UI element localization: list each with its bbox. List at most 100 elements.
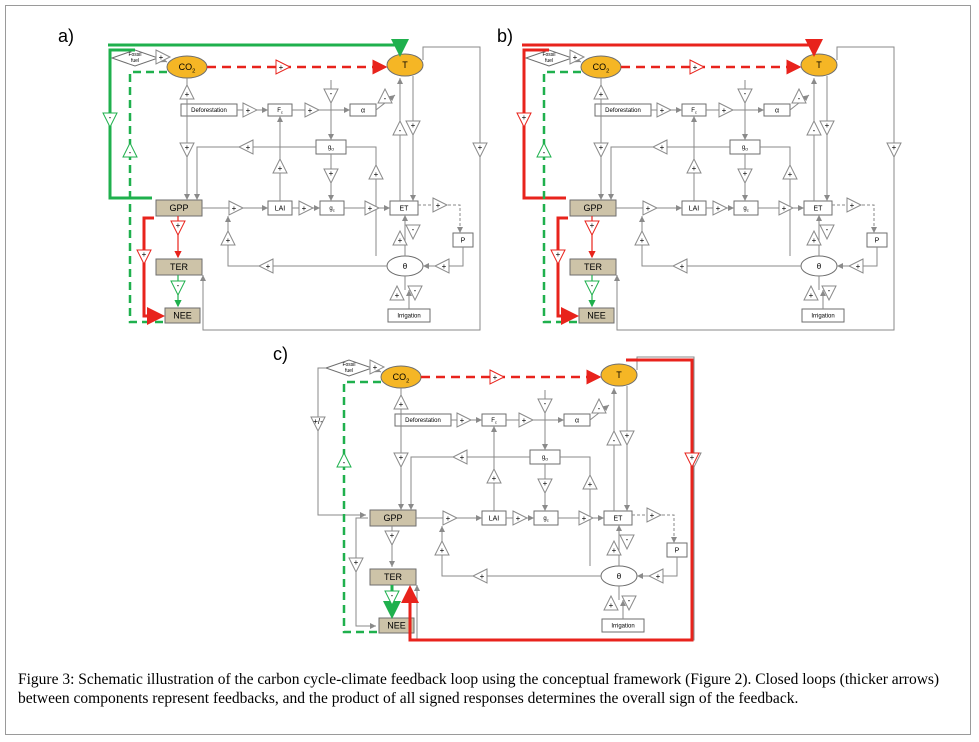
sign-et-p-sign: + [850, 201, 855, 210]
sign-gc-et [778, 200, 795, 216]
sign-gpp-lai [228, 200, 245, 216]
sign-alpha-t-sign: - [598, 404, 601, 413]
ter-box [569, 258, 617, 276]
sign-gpp-ter [170, 220, 186, 237]
sign-co2-t-sign: + [493, 373, 498, 382]
sign-theta-et [806, 229, 822, 246]
sign-gpp-lai-sign: + [446, 514, 451, 523]
sign-lai-gc [712, 200, 729, 216]
sign-defor-fc [242, 102, 259, 118]
nee-box-label: NEE [387, 621, 406, 631]
et-box-label: ET [614, 515, 624, 522]
sign-red-left-2-sign: + [556, 250, 561, 259]
gc-box-label: gc [543, 516, 548, 523]
lai-box-label: LAI [275, 205, 286, 212]
t-node-label: T [816, 60, 822, 70]
gc-box-label: gc [329, 206, 334, 213]
sign-lai-fc [486, 467, 502, 484]
sign-lai-gc-sign: + [516, 514, 521, 523]
co2-node-label: CO2 [593, 62, 610, 74]
t-node-label: T [616, 370, 622, 380]
sign-green-left-sign: - [109, 113, 112, 122]
sign-p-theta-sign: + [656, 572, 661, 581]
lai-box-label: LAI [689, 205, 700, 212]
sign-p-theta-sign: + [856, 262, 861, 271]
sign-t-ter-sign: + [478, 143, 483, 152]
sign-co2-go [737, 88, 753, 105]
sign-theta-irr [621, 595, 637, 612]
sign-co2-gpp-sign: + [599, 90, 604, 99]
co2-node-label: CO2 [393, 372, 410, 384]
sign-theta-go-sign: + [788, 170, 793, 179]
sign-et-t-sign: - [813, 126, 816, 135]
co2-nee-dashed [342, 380, 381, 634]
sign-go-gc [323, 168, 339, 185]
sign-green-dashed [536, 141, 552, 158]
et-to-p [832, 204, 877, 233]
sign-gpp-ter-sign: + [390, 531, 395, 540]
sign-et-t [806, 119, 822, 136]
gpp-nee-loop [556, 216, 579, 325]
fossil-fuel-label-2: fuel [131, 58, 139, 64]
panel-b-label: b) [497, 26, 514, 46]
sign-et-theta [619, 534, 635, 551]
fossil-fuel-label-1: Fossil [342, 362, 355, 368]
sign-fossil-co2 [569, 49, 586, 65]
theta-to-gpp [439, 526, 601, 577]
sign-theta-irr [821, 285, 837, 302]
go-box-label: gO [328, 145, 334, 152]
sign-et-p-sign: + [650, 511, 655, 520]
alpha-box-label: α [775, 107, 779, 114]
sign-co2-go-sign: - [544, 399, 547, 408]
sign-alpha-t [591, 397, 607, 414]
sign-red-left-sign: + [522, 113, 527, 122]
sign-theta-go-sign: + [588, 480, 593, 489]
panel-c-label: c) [273, 344, 288, 364]
sign-t-ter-sign: + [892, 143, 897, 152]
sign-green-dashed-sign: - [343, 458, 346, 467]
sign-theta-gpp-up [220, 229, 236, 246]
sign-green-left [102, 112, 118, 129]
sign-gpp-lai-sign: + [232, 204, 237, 213]
sign-theta-go [368, 163, 384, 180]
sign-alpha-t-sign: - [384, 94, 387, 103]
sign-theta-gpp-up-sign: + [640, 236, 645, 245]
sign-gpp-down [593, 142, 609, 159]
sign-irrigation [803, 284, 819, 301]
sign-et-theta-sign: - [412, 225, 415, 234]
sign-gpp-lai [442, 510, 459, 526]
sign-gpp-ter-sign: + [176, 221, 181, 230]
sign-lai-gc [512, 510, 529, 526]
go-box-label: gO [542, 455, 548, 462]
sign-t-ter-red [684, 452, 700, 469]
sign-lai-gc-sign: + [716, 204, 721, 213]
deforestation-box-label: Deforestation [405, 418, 441, 424]
ter-box-label: TER [170, 262, 189, 272]
t-to-ter [614, 46, 895, 331]
sign-gpp-down [179, 142, 195, 159]
sign-et-t-sign: - [399, 126, 402, 135]
fossil-fuel-label-2: fuel [545, 58, 553, 64]
sign-gpp-ter-sign: + [590, 221, 595, 230]
sign-irrigation [389, 284, 405, 301]
sign-gpp-ter [584, 220, 600, 237]
sign-co2-t-sign: + [693, 63, 698, 72]
fc-box-label: Fc [491, 418, 497, 425]
et-to-p [418, 204, 463, 233]
sign-red-left [516, 112, 532, 129]
alpha-box-label: α [575, 417, 579, 424]
sign-theta-go [582, 473, 598, 490]
sign-fc-alpha [518, 412, 535, 428]
ter-box [155, 258, 203, 276]
sign-ter-nee-sign: - [591, 281, 594, 290]
t-to-ter [200, 46, 481, 331]
sign-defor-fc [456, 412, 473, 428]
gpp-nee-loop [142, 216, 165, 325]
sign-go-gpp [451, 449, 468, 465]
sign-gpp-down-sign: + [185, 143, 190, 152]
sign-t-et-sign: + [411, 121, 416, 130]
sign-fossil-co2-sign: + [373, 363, 378, 372]
sign-theta-go-sign: + [374, 170, 379, 179]
sign-go-gpp-sign: + [460, 453, 465, 462]
